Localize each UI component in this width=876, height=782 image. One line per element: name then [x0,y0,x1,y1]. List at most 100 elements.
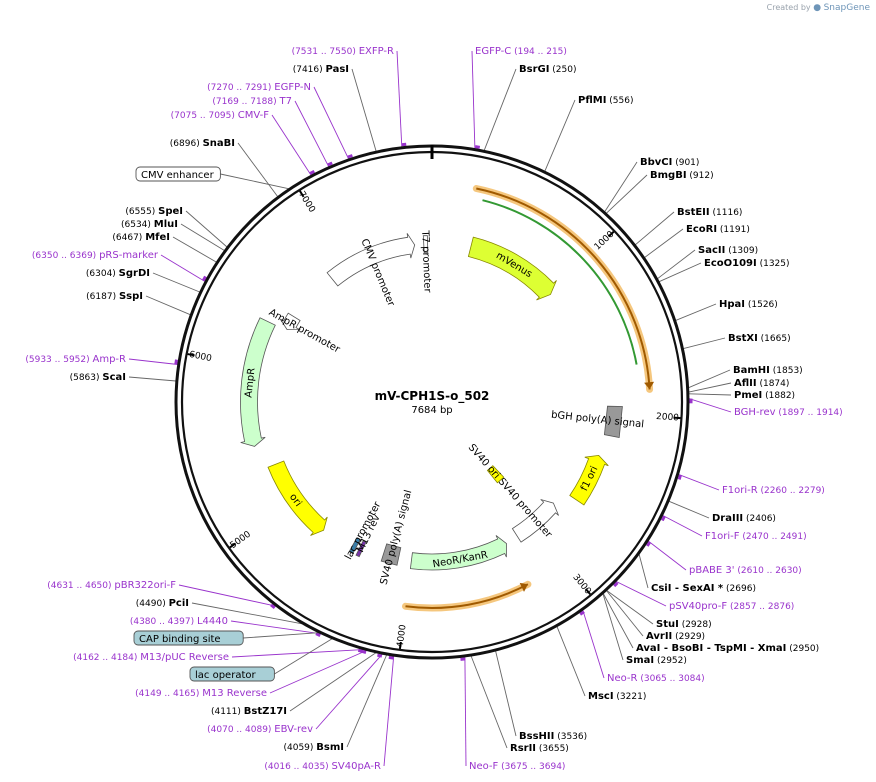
enzyme-bsshii-name: BssHII [519,731,554,742]
primer-cmv-f-name: CMV-F [238,110,269,121]
site-labels: (7416) PasI(6896) SnaBI(6555) SpeI(6534)… [25,46,842,772]
primer-egfp-n: (7270 .. 7291) EGFP-N [207,82,311,93]
primer-pbr322ori-f-name: pBR322ori-F [114,580,176,591]
enzyme-ecoo109i: EcoO109I (1325) [704,258,790,269]
enzyme-scai: (5863) ScaI [70,372,126,383]
tick-3000 [584,588,591,595]
primer-bgh-rev: BGH-rev (1897 .. 1914) [734,407,843,418]
primer-f1ori-r: F1ori-R (2260 .. 2279) [722,485,825,496]
enzyme-bsshii: BssHII (3536) [519,731,587,742]
box-cap-binding-site: CAP binding site [133,630,244,646]
enzyme-spei-position: (6555) [125,207,158,217]
primer-f1ori-f-name: F1ori-F [705,531,740,542]
primer-pbr322ori-f-leader [178,584,277,607]
primer-m13-puc-reverse-text: (4162 .. 4184) M13/pUC Reverse [73,652,229,663]
enzyme-bsmi: (4059) BsmI [283,742,344,753]
primer-m13-puc-reverse-name: M13/pUC Reverse [140,652,229,663]
box-cmv-enhancer-frame [135,166,221,182]
primer-t7-name: T7 [279,96,292,107]
enzyme-pasi: (7416) PasI [293,64,349,75]
box-cmv-enhancer-leader [220,173,289,190]
primer-prs-marker-name: pRS-marker [99,250,159,261]
enzyme-pflmi-name: PflMI [578,95,606,106]
enzyme-smai-position: (2952) [654,656,687,666]
primer-m13-reverse: (4149 .. 4165) M13 Reverse [135,688,267,699]
enzyme-mfei-text: (6467) MfeI [112,232,170,243]
primer-t7-binding-mark [327,161,333,167]
enzyme-msci-text: MscI (3221) [588,691,646,702]
enzyme-pmei-leader [688,393,732,396]
enzyme-bbvci-leader [604,161,638,212]
enzyme-stui-text: StuI (2928) [656,619,712,630]
enzyme-pcii: (4490) PciI [136,598,189,609]
enzyme-pflmi: PflMI (556) [578,95,633,106]
primer-pbabe-3: pBABE 3' (2610 .. 2630) [689,565,802,576]
enzyme-sgrdi-text: (6304) SgrDI [86,268,150,279]
enzyme-bstz17i-text: (4111) BstZ17I [211,706,287,717]
primer-neo-r: Neo-R (3065 .. 3084) [607,673,705,684]
primer-cmv-f-binding-mark [309,169,316,175]
enzyme-csii-sexai: CsiI - SexAI * (2696) [651,583,756,594]
enzyme-sspi-position: (6187) [86,292,119,302]
primer-egfp-c-leader [471,50,476,149]
enzyme-bamhi-text: BamHI (1853) [733,365,803,376]
enzyme-msci-name: MscI [588,691,614,702]
enzyme-csii-sexai-text: CsiI - SexAI * (2696) [651,583,756,594]
primer-neo-f-name: Neo-F [469,761,499,772]
enzyme-csii-sexai-leader [638,554,649,589]
enzyme-csii-sexai-position: (2696) [723,584,756,594]
enzyme-hpai-position: (1526) [745,300,778,310]
enzyme-avai-bsobi-tspmi-xmai: AvaI - BsoBI - TspMI - XmaI (2950) [636,643,819,654]
enzyme-draiii-leader [668,500,710,519]
enzyme-ecori-leader [644,228,684,258]
primer-cmv-f: (7075 .. 7095) CMV-F [171,110,270,121]
enzyme-draiii-position: (2406) [743,514,776,524]
box-lac-operator-text: lac operator [195,670,256,681]
feature-sv40-ori-label: SV40 ori [466,442,502,481]
primer-bgh-rev-leader [688,398,732,413]
primer-ebv-rev-text: (4070 .. 4089) EBV-rev [207,724,313,735]
enzyme-scai-text: (5863) ScaI [70,372,126,383]
feature-lac-promoter [348,537,361,555]
primer-exfp-r: (7531 .. 7550) EXFP-R [292,46,394,57]
box-cap-binding-site-leader [243,632,319,639]
enzyme-bstxi-leader [683,337,726,350]
primer-neo-r-binding-mark [579,610,585,616]
enzyme-sspi: (6187) SspI [86,291,143,302]
primer-t7-position: (7169 .. 7188) [212,97,279,107]
enzyme-bsteii-leader [635,211,675,246]
tick-5000 [229,542,237,549]
enzyme-bsmi-name: BsmI [316,742,344,753]
enzyme-bstz17i-leader [289,652,377,712]
enzyme-pflmi-text: PflMI (556) [578,95,633,106]
enzyme-hpai-text: HpaI (1526) [719,299,778,310]
enzyme-hpai: HpaI (1526) [719,299,778,310]
enzyme-avai-bsobi-tspmi-xmai-leader [602,593,634,649]
enzyme-sgrdi-name: SgrDI [119,268,150,279]
enzyme-snabi-name: SnaBI [203,138,235,149]
primer-exfp-r-leader [396,50,403,147]
enzyme-bstz17i-position: (4111) [211,707,244,717]
primer-neo-f-leader [464,656,467,767]
enzyme-aflii-text: AflII (1874) [734,378,789,389]
primer-ebv-rev-leader [315,653,383,730]
primer-exfp-r-name: EXFP-R [359,46,394,57]
enzyme-sacii-text: SacII (1309) [698,245,758,256]
enzyme-bsmi-leader [346,654,388,748]
enzyme-bmgbi-text: BmgBI (912) [650,170,714,181]
enzyme-bbvci-name: BbvCI [640,157,672,168]
snapgene-credit: Created by ● SnapGene [767,3,870,13]
primer-f1ori-f-text: F1ori-F (2470 .. 2491) [705,531,807,542]
enzyme-bbvci-text: BbvCI (901) [640,157,699,168]
feature-bgh-poly-a-signal [603,405,623,438]
enzyme-bbvci-position: (901) [672,158,699,168]
enzyme-rsrii-name: RsrII [510,743,536,754]
primer-m13-puc-reverse-leader [231,649,364,658]
enzyme-snabi-leader [237,142,278,197]
box-cap-binding-site-text: CAP binding site [139,634,221,645]
enzyme-draiii-name: DraIII [712,513,743,524]
enzyme-spei-leader [185,210,228,248]
tick-label-5000: 5000 [229,529,254,551]
enzyme-sacii-leader [657,249,696,280]
enzyme-bamhi: BamHI (1853) [733,365,803,376]
